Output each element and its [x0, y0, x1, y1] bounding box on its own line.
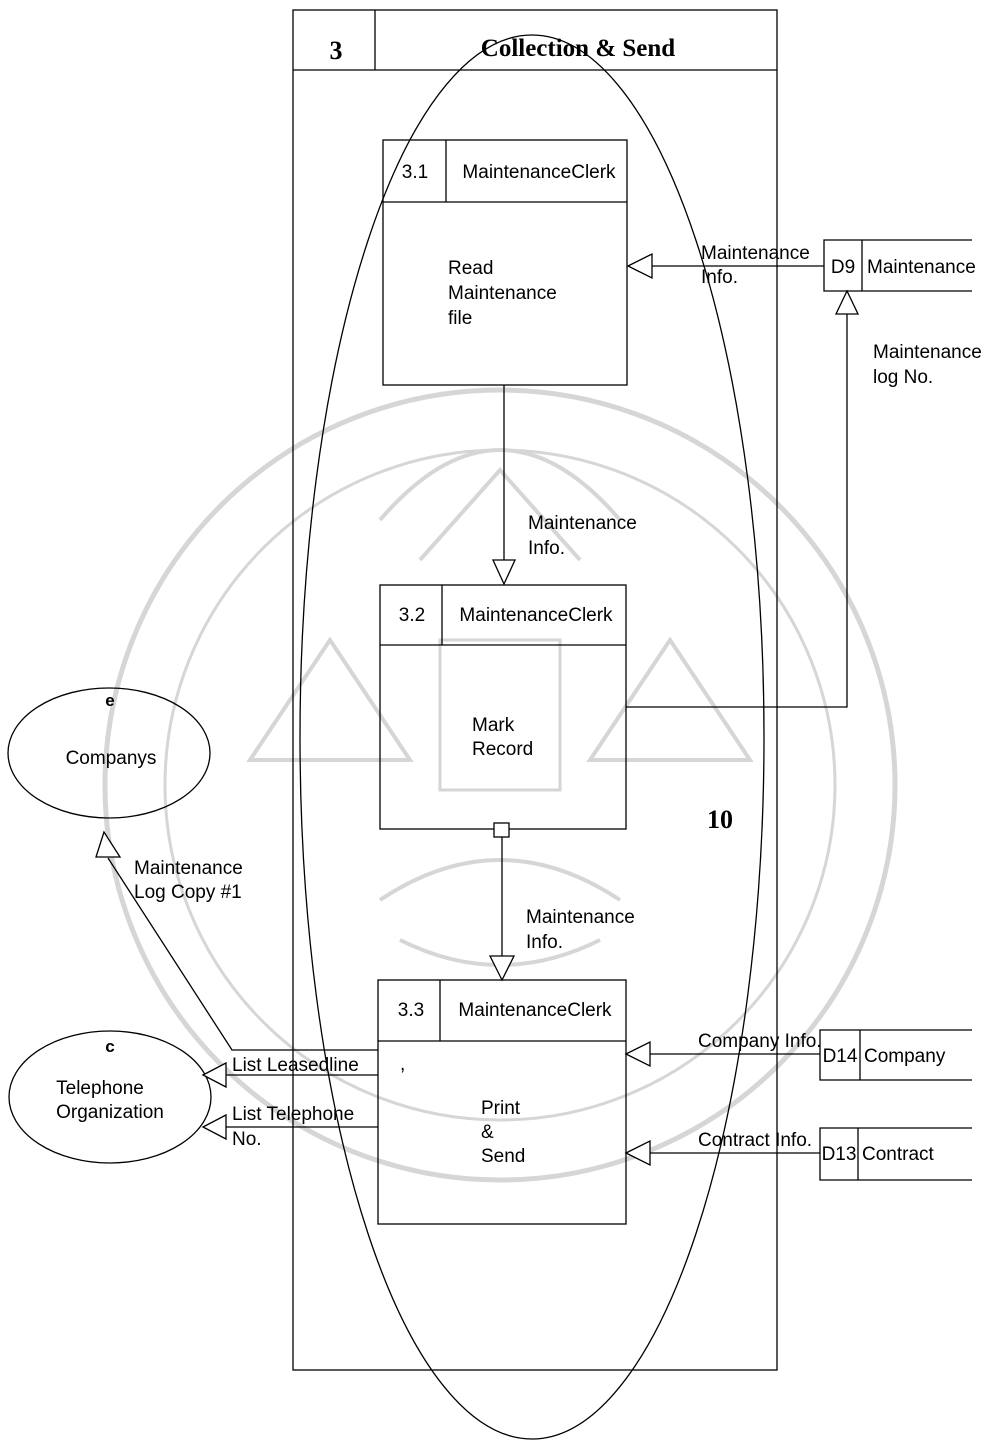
arrowhead [626, 252, 653, 280]
flow-label: Maintenance [528, 513, 637, 534]
entity-id: e [105, 691, 114, 710]
flow-3-3-to-telorg-telephone: List Telephone No. [201, 1104, 378, 1150]
datastore-name: Maintenance [867, 257, 976, 278]
annotation-number: 10 [707, 805, 733, 834]
datastore-name: Company [864, 1046, 946, 1067]
flow-label: List Telephone [232, 1104, 354, 1125]
process-label: Print [481, 1098, 521, 1119]
flow-label: Maintenance [134, 858, 243, 879]
flow-label: No. [232, 1129, 262, 1150]
process-label: Maintenance [448, 283, 557, 304]
process-id: 3.2 [399, 605, 425, 626]
arrowhead [95, 830, 122, 858]
flow-label: Maintenance [526, 907, 635, 928]
frame-number: 3 [330, 36, 343, 65]
entity-label: Companys [66, 748, 157, 769]
arrowhead [624, 1040, 651, 1068]
flow-label: Info. [526, 932, 563, 953]
flow-label: Contract Info. [698, 1130, 812, 1151]
flow-3-3-to-companys: Maintenance Log Copy #1 [95, 830, 378, 1051]
flow-label: Maintenance [701, 243, 810, 264]
datastore-name: Contract [862, 1144, 935, 1165]
entity-label: Organization [56, 1102, 164, 1123]
process-label: Mark [472, 715, 515, 736]
process-id: 3.3 [398, 1000, 424, 1021]
grouping-ellipse [299, 34, 765, 1440]
process-actor: MaintenanceClerk [458, 1000, 612, 1021]
arrowhead [488, 955, 516, 982]
flow-label: Info. [701, 267, 738, 288]
university-seal-watermark [102, 387, 898, 1183]
entity-label: Telephone [56, 1078, 144, 1099]
arrowhead [201, 1061, 227, 1089]
datastore-id: D9 [831, 257, 855, 278]
flow-label: List Leasedline [232, 1055, 359, 1076]
arrowhead [834, 289, 860, 315]
datastore-d14: D14 Company [819, 1029, 972, 1081]
flow-label: Info. [528, 538, 565, 559]
flow-label: Maintenance [873, 342, 982, 363]
flow-d14-to-3-3: Company Info. [624, 1031, 822, 1068]
process-label: & [481, 1122, 494, 1143]
datastore-d9: D9 Maintenance [823, 239, 976, 292]
flow-label: Log Copy #1 [134, 882, 242, 903]
entity-companys: e Companys [7, 687, 211, 819]
entity-telephone-organization: c Telephone Organization [8, 1030, 212, 1164]
datastore-d13: D13 Contract [819, 1127, 972, 1181]
flow-label: Company Info. [698, 1031, 822, 1052]
arrowhead [491, 559, 517, 586]
arrowhead [624, 1139, 651, 1167]
flow-3-2-to-3-3: Maintenance Info. [488, 822, 635, 982]
flow-label: log No. [873, 367, 933, 388]
process-label: Read [448, 258, 493, 279]
process-id: 3.1 [402, 162, 428, 183]
process-label: Send [481, 1146, 525, 1167]
process-actor: MaintenanceClerk [459, 605, 613, 626]
entity-id: c [105, 1037, 114, 1056]
process-mark: , [400, 1054, 405, 1075]
flow-d13-to-3-3: Contract Info. [624, 1130, 820, 1167]
flow-3-1-to-3-2: Maintenance Info. [491, 385, 637, 586]
process-label: file [448, 308, 472, 329]
flow-3-3-to-telorg-leasedline: List Leasedline [201, 1055, 378, 1089]
flow-d9-to-3-1: Maintenance Info. [626, 243, 824, 288]
process-actor: MaintenanceClerk [462, 162, 616, 183]
process-box-3-3: 3.3 MaintenanceClerk , Print & Send [377, 979, 627, 1225]
datastore-id: D14 [823, 1046, 858, 1067]
datastore-id: D13 [822, 1144, 857, 1165]
flow-3-2-to-d9: Maintenance log No. [626, 289, 982, 708]
process-label: Record [472, 739, 533, 760]
process-box-3-1: 3.1 MaintenanceClerk Read Maintenance fi… [382, 139, 628, 386]
connector-square [493, 822, 510, 838]
process-box-3-2: 3.2 MaintenanceClerk Mark Record [379, 584, 627, 830]
arrowhead [201, 1113, 227, 1141]
